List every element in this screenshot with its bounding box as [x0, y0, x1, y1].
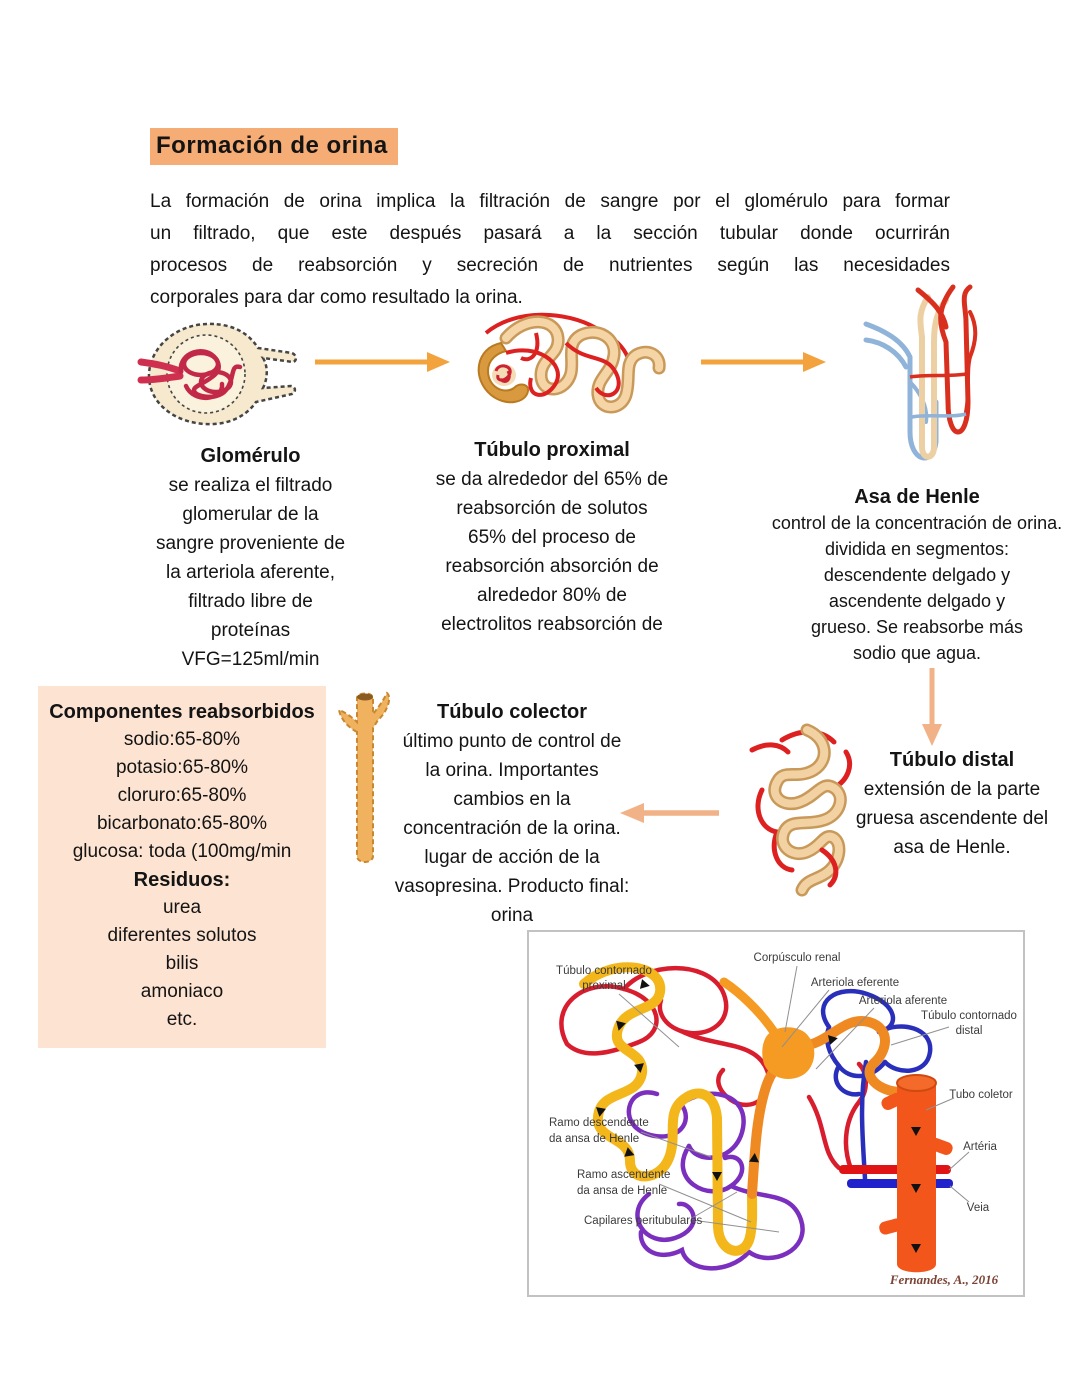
- note-line: glucosa: toda (100mg/min: [72, 841, 292, 862]
- note-line: sodio que agua.: [852, 643, 982, 663]
- note-line: reabsorción de solutos: [456, 498, 648, 519]
- note-line: diferentes solutos: [107, 925, 257, 946]
- intro-line: La formación de orina implica la filtrac…: [150, 191, 950, 212]
- label-capilares-peritubulares: Capilares peritubulares: [584, 1215, 703, 1227]
- label-tubo-coletor: Tubo coletor: [949, 1089, 1013, 1101]
- note-line: cloruro:65-80%: [117, 785, 247, 806]
- componentes-reabsorbidos-box: Componentes reabsorbidos sodio:65-80% po…: [38, 686, 326, 1048]
- label-tubulo-contornado-distal-2: distal: [956, 1025, 983, 1037]
- note-line: grueso. Se reabsorbe más: [810, 617, 1024, 637]
- tubulo-proximal-note: Túbulo proximal se da alrededor del 65% …: [392, 436, 712, 639]
- intro-paragraph: La formación de orina implica la filtrac…: [150, 186, 950, 314]
- renal-corpuscle: [762, 1027, 815, 1079]
- note-line: extensión de la parte: [863, 779, 1041, 800]
- label-ramo-descendente-2: da ansa de Henle: [549, 1133, 639, 1145]
- flow-arrow-right-2-icon: [698, 349, 828, 375]
- note-line: proteínas: [210, 620, 291, 641]
- label-tubulo-contornado-proximal: Túbulo contornado: [556, 965, 652, 977]
- note-line: electrolitos reabsorción de: [441, 614, 663, 635]
- label-corpusculo-renal: Corpúsculo renal: [754, 952, 841, 964]
- label-tubulo-contornado-proximal-2: proximal: [582, 980, 625, 992]
- residuos-heading: Residuos:: [133, 869, 231, 891]
- note-line: control de la concentración de orina.: [771, 513, 1063, 533]
- note-line: 65% del proceso de: [468, 527, 636, 548]
- label-veia: Veia: [967, 1202, 990, 1214]
- note-line: sangre proveniente de: [155, 533, 346, 554]
- tubulo-colector-note: Túbulo colector último punto de control …: [368, 698, 656, 930]
- label-leader-lines: [618, 965, 970, 1233]
- note-line: etc.: [166, 1009, 198, 1030]
- asa-de-henle-heading: Asa de Henle: [854, 486, 980, 508]
- label-arteriola-eferente: Arteriola eferente: [811, 977, 899, 989]
- note-line: la orina. Importantes: [425, 760, 599, 781]
- note-line: último punto de control de: [402, 731, 622, 752]
- label-arteria: Artéria: [963, 1141, 997, 1153]
- note-line: urea: [162, 897, 202, 918]
- flow-arrow-down-icon: [918, 666, 946, 748]
- note-line: concentración de la orina.: [403, 818, 621, 839]
- loop-of-henle-illustration: [858, 282, 1000, 488]
- note-line: reabsorción absorción de: [445, 556, 659, 577]
- flow-arrow-left-icon: [618, 800, 722, 826]
- proximal-tubule-illustration: [446, 303, 668, 435]
- tubulo-distal-heading: Túbulo distal: [889, 749, 1015, 771]
- arteriole-path: [719, 977, 779, 1037]
- note-line: la arteriola aferente,: [166, 562, 335, 583]
- note-line: gruesa ascendente del: [855, 808, 1049, 829]
- nephron-diagram: Túbulo contornado proximal Corpúsculo re…: [527, 930, 1025, 1297]
- note-line: filtrado libre de: [188, 591, 313, 612]
- collecting-duct: [879, 1074, 953, 1273]
- note-line: dividida en segmentos:: [824, 539, 1010, 559]
- label-ramo-ascendente: Ramo ascendente: [577, 1169, 670, 1181]
- intro-line: un filtrado, que este después pasará a l…: [150, 223, 950, 244]
- note-line: asa de Henle.: [893, 837, 1011, 858]
- label-ramo-ascendente-2: da ansa de Henle: [577, 1185, 667, 1197]
- note-line: sodio:65-80%: [123, 729, 241, 750]
- label-ramo-descendente: Ramo descendente: [549, 1117, 649, 1129]
- glomerulo-heading: Glomérulo: [200, 445, 301, 467]
- note-line: vasopresina. Producto final:: [394, 876, 630, 897]
- note-line: se realiza el filtrado: [168, 475, 333, 496]
- note-line: descendente delgado y: [823, 565, 1011, 585]
- tubulo-proximal-heading: Túbulo proximal: [474, 439, 630, 461]
- glomerulus-illustration: [136, 314, 308, 436]
- asa-de-henle-note: Asa de Henle control de la concentración…: [752, 484, 1080, 666]
- note-line: ascendente delgado y: [828, 591, 1006, 611]
- tubulo-distal-note: Túbulo distal extensión de la parte grue…: [828, 746, 1076, 862]
- page-title: Formación de orina: [150, 128, 398, 165]
- distal-tubule-illustration: [722, 720, 864, 898]
- intro-line: corporales para dar como resultado la or…: [150, 287, 523, 308]
- collecting-duct-illustration: [330, 684, 398, 876]
- note-line: se da alrededor del 65% de: [435, 469, 669, 490]
- note-line: VFG=125ml/min: [181, 649, 320, 670]
- note-line: bilis: [165, 953, 199, 974]
- flow-arrow-right-1-icon: [312, 349, 452, 375]
- note-line: glomerular de la: [182, 504, 319, 525]
- label-tubulo-contornado-distal: Túbulo contornado: [921, 1010, 1017, 1022]
- note-line: alrededor 80% de: [477, 585, 627, 606]
- intro-line: procesos de reabsorción y secreción de n…: [150, 255, 950, 276]
- tubulo-colector-heading: Túbulo colector: [437, 701, 587, 723]
- note-line: orina: [490, 905, 534, 926]
- componentes-heading: Componentes reabsorbidos: [49, 701, 315, 723]
- flow-arrowheads: [596, 979, 921, 1253]
- diagram-credit: Fernandes, A., 2016: [889, 1272, 999, 1287]
- label-arteriola-aferente: Arteriola aferente: [859, 995, 947, 1007]
- note-line: lugar de acción de la: [424, 847, 600, 868]
- note-line: bicarbonato:65-80%: [96, 813, 268, 834]
- note-line: cambios en la: [453, 789, 571, 810]
- glomerulo-note: Glomérulo se realiza el filtrado glomeru…: [88, 442, 413, 674]
- note-line: amoniaco: [140, 981, 224, 1002]
- note-line: potasio:65-80%: [115, 757, 249, 778]
